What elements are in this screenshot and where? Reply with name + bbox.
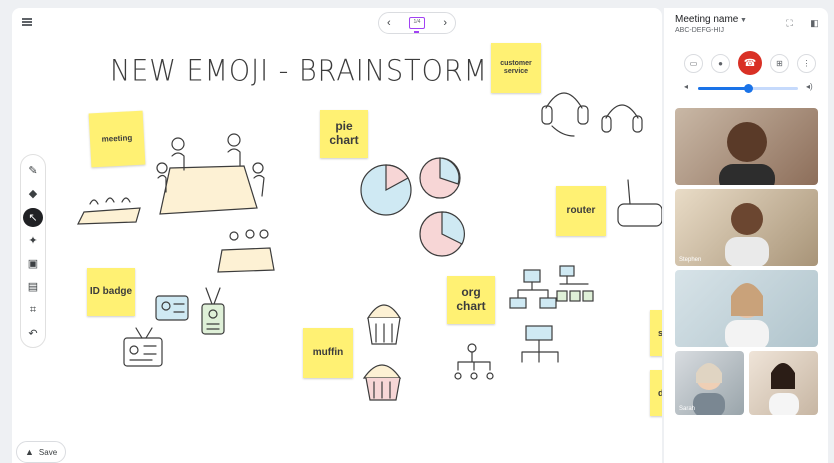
whiteboard-canvas[interactable]: ‹ 1/4 › NEW EMOJI - BRAINSTORM meeting p… <box>12 8 662 463</box>
chevron-down-icon[interactable]: ▼ <box>740 17 747 24</box>
undo-icon[interactable]: ↶ <box>28 327 38 340</box>
headset-doodle <box>541 92 643 137</box>
participant-name: Sarah <box>679 406 696 412</box>
save-label: Save <box>38 447 58 457</box>
participant-video <box>719 122 775 185</box>
participant-tile[interactable]: Sarah <box>675 351 744 415</box>
page-thumbnail[interactable]: 1/4 <box>409 17 425 33</box>
call-controls: ▭ ● ☎ ⊞ ⋮ <box>684 51 816 75</box>
volume-low-icon: ◂ <box>684 82 689 91</box>
participant-name: Stephen <box>679 257 702 263</box>
image-icon[interactable]: ▣ <box>27 258 39 271</box>
camera-icon[interactable]: ▭ <box>684 53 703 73</box>
participant-video <box>693 363 725 415</box>
sticky-text: s <box>658 327 662 338</box>
menu-icon[interactable] <box>22 18 32 26</box>
volume-slider[interactable]: ◂ ◂) <box>684 82 814 94</box>
sticky-note-partial-s[interactable]: s <box>650 310 662 356</box>
prev-page-button[interactable]: ‹ <box>387 16 391 29</box>
participant-video <box>725 283 769 347</box>
volume-high-icon: ◂) <box>806 82 813 91</box>
sticky-note-muffin[interactable]: muffin <box>303 328 353 378</box>
sticky-text: muffin <box>312 347 344 359</box>
sticky-note-id-badge[interactable]: ID badge <box>87 268 135 316</box>
drawing-toolbar: ✎ ◆ ↖ ✦ ▣ ▤ ⌗ ↶ <box>20 154 46 348</box>
sticky-text: pie chart <box>329 119 359 147</box>
page-navigator: ‹ 1/4 › <box>378 12 456 34</box>
meet-panel: Meeting name ▼ ABC-DEFG-HIJ ⛶ ◧ ▭ ● ☎ ⊞ … <box>664 8 828 463</box>
eraser-icon[interactable]: ◆ <box>28 188 38 201</box>
meeting-code: ABC-DEFG-HIJ <box>675 27 724 34</box>
sticky-text: ID badge <box>89 286 133 298</box>
volume-knob[interactable] <box>744 84 753 93</box>
hang-up-button[interactable]: ☎ <box>738 51 762 75</box>
pie-chart-doodle <box>360 157 465 257</box>
pen-icon[interactable]: ✎ <box>28 165 38 178</box>
drive-icon: ▲ <box>25 447 34 457</box>
sticky-text: router <box>566 205 596 217</box>
participant-tile[interactable] <box>675 270 818 347</box>
sticky-note-org-chart[interactable]: org chart <box>447 276 495 324</box>
participant-tile[interactable]: Stephen <box>675 189 818 266</box>
participant-tile[interactable] <box>675 108 818 185</box>
muffin-doodle <box>362 304 402 401</box>
frame-icon[interactable]: ⌗ <box>29 303 37 316</box>
sticky-note-pie-chart[interactable]: pie chart <box>320 110 368 158</box>
router-doodle <box>617 179 662 227</box>
sticky-text: customer service <box>500 59 532 75</box>
sticky-text: org chart <box>456 285 486 313</box>
sticky-note-meeting[interactable]: meeting <box>88 110 146 168</box>
fullscreen-icon[interactable]: ⛶ <box>786 18 793 28</box>
meeting-name[interactable]: Meeting name <box>675 14 739 25</box>
sticky-note-customer-service[interactable]: customer service <box>491 43 541 93</box>
participant-video <box>725 203 769 266</box>
save-button[interactable]: ▲ Save <box>16 441 66 463</box>
volume-fill <box>698 87 748 90</box>
volume-track[interactable] <box>698 84 798 93</box>
sticky-text: d <box>658 387 662 398</box>
laser-icon[interactable]: ✦ <box>28 234 38 247</box>
sticky-note-partial-d[interactable]: d <box>650 370 662 416</box>
board-title: NEW EMOJI - BRAINSTORM <box>110 54 488 89</box>
participant-tile[interactable] <box>749 351 818 415</box>
sticky-text: meeting <box>101 133 133 145</box>
present-icon[interactable]: ⊞ <box>770 53 789 73</box>
sticky-note-icon[interactable]: ▤ <box>27 281 39 294</box>
pip-icon[interactable]: ◧ <box>810 18 819 28</box>
participant-video <box>769 363 799 415</box>
sticky-note-router[interactable]: router <box>556 186 606 236</box>
next-page-button[interactable]: › <box>443 16 447 29</box>
select-icon[interactable]: ↖ <box>23 207 43 227</box>
id-badge-doodle <box>123 287 225 367</box>
more-options-icon[interactable]: ⋮ <box>797 53 816 73</box>
microphone-icon[interactable]: ● <box>711 53 730 73</box>
